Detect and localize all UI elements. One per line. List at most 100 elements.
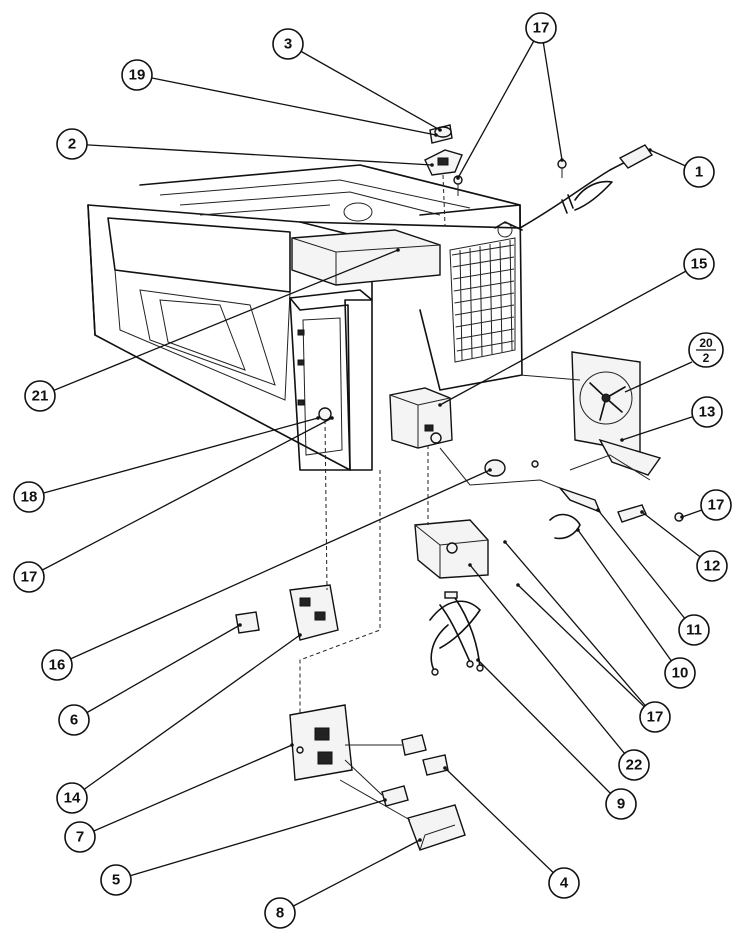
leader-line-c5 — [115, 799, 386, 881]
leader-tip-c17c — [516, 583, 520, 587]
leader-tip-c11 — [596, 508, 600, 512]
callout-c3: 3 — [272, 28, 304, 60]
leader-tip-c21 — [396, 248, 400, 252]
leader-line-c7 — [79, 744, 293, 838]
latch-board-lower — [289, 704, 353, 781]
monitor-switch — [235, 611, 260, 634]
callout-circle — [64, 821, 96, 853]
wire-harness — [429, 591, 484, 676]
thermal-fuse — [484, 459, 539, 477]
leader-tip-c17b — [680, 515, 684, 519]
leader-tip-c12 — [640, 510, 644, 514]
leader-line-c17a — [540, 27, 563, 161]
callout-c18: 18 — [13, 481, 45, 513]
callout-label: 7 — [76, 829, 84, 846]
callout-label: 9 — [617, 796, 625, 813]
leader-lines — [28, 27, 717, 914]
callout-label: 5 — [112, 872, 120, 889]
callout-label: 13 — [699, 404, 716, 421]
leader-line-c17c — [517, 584, 656, 718]
callout-circle — [639, 701, 671, 733]
callout-c17d: 17 — [13, 561, 45, 593]
callout-circle — [678, 614, 710, 646]
leader-line-c21 — [39, 249, 399, 397]
leader-tip-c10 — [576, 528, 580, 532]
callout-label: 10 — [672, 665, 689, 682]
power-cord — [519, 144, 654, 229]
leader-line-c17c — [504, 541, 656, 718]
callout-circle — [691, 396, 723, 428]
grille-line — [453, 268, 515, 280]
leader-tip-c18 — [316, 416, 320, 420]
callout-circle — [121, 59, 153, 91]
leader-line-c15 — [439, 263, 700, 406]
callout-circle — [100, 864, 132, 896]
callout-c14: 14 — [56, 782, 88, 814]
leader-tip-c17d — [330, 416, 334, 420]
callout-c11: 11 — [678, 614, 710, 646]
leader-tip-c2 — [430, 163, 434, 167]
magnetron — [389, 387, 453, 449]
callout-label: 22 — [626, 757, 643, 774]
leader-line-c3 — [287, 43, 441, 131]
leader-tip-c8 — [418, 838, 422, 842]
callout-label: 17 — [21, 569, 38, 586]
callout-circle — [683, 248, 715, 280]
callout-label: 17 — [708, 497, 725, 514]
callout-circle — [58, 704, 90, 736]
door-latch-lever — [407, 804, 466, 851]
leader-line-c6 — [73, 624, 241, 721]
callout-c7: 7 — [64, 821, 96, 853]
grille-line — [454, 292, 515, 304]
callout-circle — [618, 749, 650, 781]
callout-label: 19 — [129, 67, 146, 84]
leader-tip-c19 — [434, 133, 438, 137]
grille-line — [509, 239, 513, 351]
fan-motor-assembly — [571, 351, 662, 476]
callout-circle — [13, 561, 45, 593]
callout-label: 15 — [691, 256, 708, 273]
callout-label: 4 — [560, 875, 569, 892]
screw-top-left — [453, 175, 463, 196]
rear-panel-grille — [419, 204, 523, 391]
latch-board-upper — [289, 584, 339, 641]
leader-tip-c9 — [476, 658, 480, 662]
grille-line — [454, 304, 515, 316]
callout-label: 17 — [533, 20, 550, 37]
callout-c6: 6 — [58, 704, 90, 736]
leader-line-c17a — [457, 27, 542, 179]
leader-tip-c7 — [290, 743, 294, 747]
grille-line — [453, 280, 515, 292]
callout-circle — [664, 657, 696, 689]
leader-tip-c22 — [468, 563, 472, 567]
callout-circle — [56, 128, 88, 160]
leader-line-20-2 — [624, 361, 693, 393]
leader-tip-c13 — [620, 438, 624, 442]
callout-circle — [548, 867, 580, 899]
screw-top-right — [557, 159, 567, 178]
callout-label: 16 — [49, 657, 66, 674]
callout-c15: 15 — [683, 248, 715, 280]
leader-line-c14 — [71, 634, 301, 799]
leader-line-c22 — [469, 564, 635, 766]
grille-line — [452, 256, 515, 268]
leader-line-c4 — [444, 767, 565, 884]
grille-line — [451, 244, 515, 256]
grille-line — [459, 249, 463, 361]
callout-label: 6 — [70, 712, 78, 729]
callout-circle — [683, 156, 715, 188]
leader-line-c16 — [56, 469, 491, 666]
thermal-cutout-assembly — [424, 124, 463, 226]
callout-c4: 4 — [548, 867, 580, 899]
control-panel-frame — [289, 289, 373, 471]
callout-label: 18 — [21, 489, 38, 506]
callout-label: 17 — [647, 709, 664, 726]
callout-circle — [605, 788, 637, 820]
primary-interlock-switch — [401, 734, 449, 776]
leader-line-c10 — [577, 529, 681, 674]
air-guide — [569, 454, 651, 481]
callout-c2: 2 — [56, 128, 88, 160]
callout-c22: 22 — [618, 749, 650, 781]
